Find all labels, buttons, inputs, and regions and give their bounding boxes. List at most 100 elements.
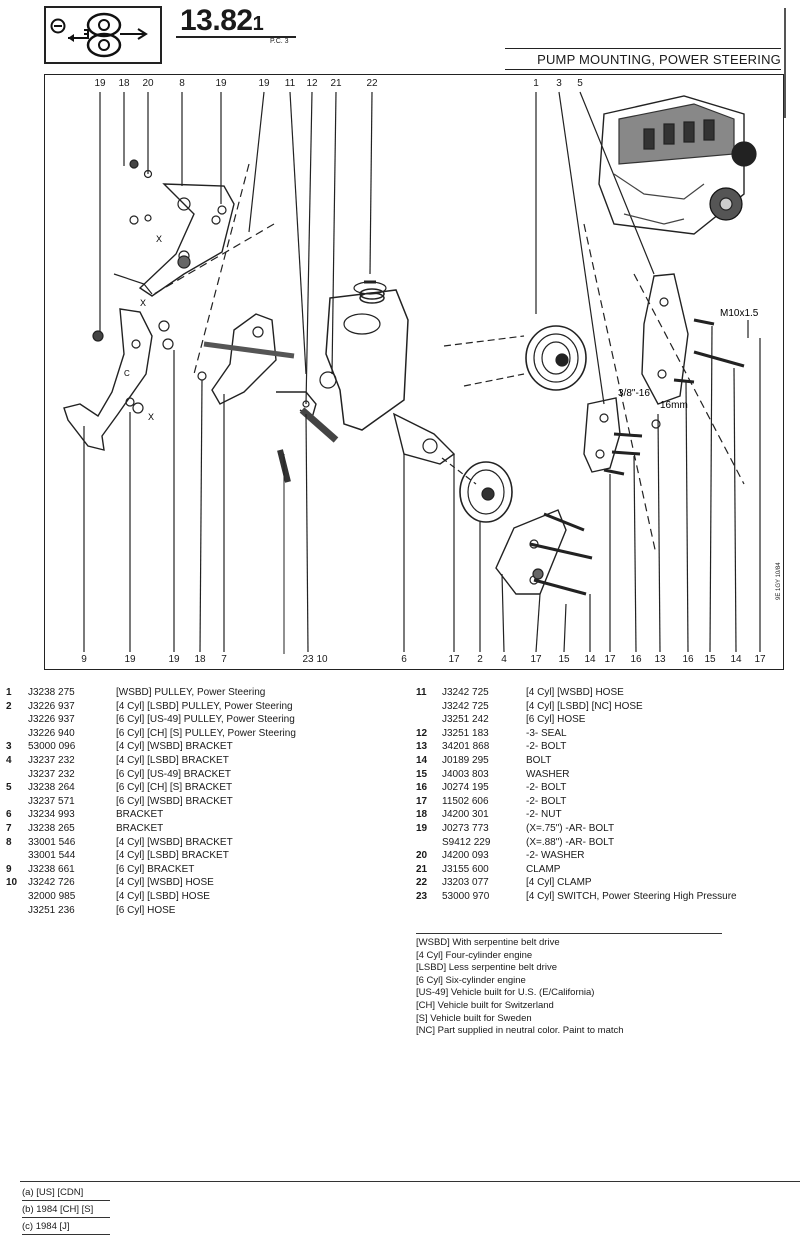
part-description: [4 Cyl] [LSBD] BRACKET bbox=[116, 754, 229, 766]
legend-rule bbox=[416, 933, 722, 934]
item-number: 12 bbox=[416, 727, 428, 739]
part-description: [WSBD] PULLEY, Power Steering bbox=[116, 687, 266, 698]
bottom-callout: 19 bbox=[124, 654, 136, 665]
part-number: J4003 803 bbox=[442, 768, 489, 780]
part-description: [6 Cyl] BRACKET bbox=[116, 863, 195, 875]
page-code: P.C. 3 bbox=[270, 38, 289, 45]
part-description: BRACKET bbox=[116, 822, 164, 834]
footer-note-rule bbox=[22, 1200, 110, 1201]
item-number: 4 bbox=[6, 754, 12, 766]
part-number: J3237 232 bbox=[28, 754, 75, 766]
item-number: 9 bbox=[6, 863, 12, 875]
part-description: -2- BOLT bbox=[526, 782, 567, 794]
top-callout: 11 bbox=[284, 78, 296, 89]
footer-rule bbox=[20, 1181, 800, 1182]
part-description: -2- WASHER bbox=[526, 850, 585, 862]
footer-note-rule bbox=[22, 1217, 110, 1218]
part-description: [4 Cyl] [LSBD] PULLEY, Power Steering bbox=[116, 700, 293, 712]
part-description: [4 Cyl] [LSBD] [NC] HOSE bbox=[526, 700, 643, 712]
item-number: 1 bbox=[6, 687, 12, 698]
part-number: 53000 096 bbox=[28, 741, 76, 753]
exploded-diagram-frame bbox=[44, 74, 784, 670]
part-description: CLAMP bbox=[526, 863, 561, 875]
item-number: 7 bbox=[6, 822, 12, 834]
bottom-callout: 16 bbox=[630, 654, 642, 665]
top-callout: 19 bbox=[94, 78, 106, 89]
bottom-callout: 15 bbox=[558, 654, 570, 665]
part-number: J3251 183 bbox=[442, 727, 489, 739]
part-number: J3226 940 bbox=[28, 727, 75, 739]
part-number: J3203 077 bbox=[442, 877, 489, 889]
logo bbox=[44, 6, 162, 64]
title-rule-top bbox=[505, 48, 781, 49]
item-number: 18 bbox=[416, 809, 428, 821]
part-description: [6 Cyl] [CH] [S] PULLEY, Power Steering bbox=[116, 727, 296, 739]
dimension-x-label: X bbox=[140, 298, 146, 308]
legend-entry: [WSBD] With serpentine belt drive bbox=[416, 937, 560, 948]
page-number: 13.821 bbox=[180, 4, 264, 37]
thread-label-m10: M10x1.5 bbox=[720, 308, 759, 319]
exploded-parts-diagram: M10x1.5 3/8"-16 16mm X X X C bbox=[63, 91, 761, 654]
part-description: -2- BOLT bbox=[526, 795, 567, 807]
bottom-callout: 15 bbox=[704, 654, 716, 665]
top-callout: 19 bbox=[215, 78, 227, 89]
part-number: S9412 229 bbox=[442, 836, 491, 848]
bottom-callout: 6 bbox=[401, 654, 407, 665]
top-callout: 19 bbox=[258, 78, 270, 89]
item-number: 20 bbox=[416, 850, 428, 862]
part-description: [4 Cyl] [WSBD] BRACKET bbox=[116, 836, 233, 848]
part-description: BRACKET bbox=[116, 809, 164, 821]
part-description: [6 Cyl] [CH] [S] BRACKET bbox=[116, 782, 233, 794]
bottom-callout: 10 bbox=[316, 654, 328, 665]
part-description: [4 Cyl] [WSBD] BRACKET bbox=[116, 741, 233, 753]
part-number: J4200 301 bbox=[442, 809, 489, 821]
item-number: 13 bbox=[416, 741, 428, 753]
part-description: [4 Cyl] [WSBD] HOSE bbox=[116, 877, 214, 889]
part-description: [6 Cyl] [WSBD] BRACKET bbox=[116, 795, 233, 807]
part-description: (X=.88") -AR- BOLT bbox=[526, 836, 615, 848]
item-number: 2 bbox=[6, 700, 12, 712]
part-number: J3251 236 bbox=[28, 904, 75, 916]
bottom-callout: 13 bbox=[654, 654, 666, 665]
bottom-callout: 7 bbox=[221, 654, 227, 665]
part-number: J4200 093 bbox=[442, 850, 489, 862]
bottom-callout: 17 bbox=[754, 654, 766, 665]
part-number: J0189 295 bbox=[442, 754, 489, 766]
item-number: 14 bbox=[416, 754, 428, 766]
item-number: 19 bbox=[416, 822, 428, 834]
part-description: BOLT bbox=[526, 754, 552, 766]
part-number: J3237 571 bbox=[28, 795, 75, 807]
part-number: J3238 275 bbox=[28, 687, 75, 698]
part-number: J3226 937 bbox=[28, 700, 75, 712]
part-description: [4 Cyl] SWITCH, Power Steering High Pres… bbox=[526, 890, 737, 902]
top-callout: 8 bbox=[179, 78, 185, 89]
legend-entry: [NC] Part supplied in neutral color. Pai… bbox=[416, 1025, 624, 1037]
part-number: 34201 868 bbox=[442, 741, 490, 753]
bottom-callout: 14 bbox=[584, 654, 596, 665]
top-callout: 3 bbox=[556, 78, 562, 89]
footer-note: (c) 1984 [J] bbox=[22, 1221, 70, 1232]
bottom-callout: 18 bbox=[194, 654, 206, 665]
bottom-callout: 14 bbox=[730, 654, 742, 665]
size-label-16mm: 16mm bbox=[660, 400, 688, 411]
part-number: J3242 726 bbox=[28, 877, 75, 889]
bottom-callout: 17 bbox=[604, 654, 616, 665]
part-number: J3238 264 bbox=[28, 782, 75, 794]
top-callout: 22 bbox=[366, 78, 378, 89]
part-description: WASHER bbox=[526, 768, 570, 780]
item-number: 21 bbox=[416, 863, 428, 875]
page-title: PUMP MOUNTING, POWER STEERING bbox=[537, 52, 781, 67]
legend-entry: [S] Vehicle built for Sweden bbox=[416, 1012, 532, 1024]
part-description: (X=.75") -AR- BOLT bbox=[526, 822, 615, 834]
legend-entry: [LSBD] Less serpentine belt drive bbox=[416, 962, 557, 974]
dimension-x-label: X bbox=[148, 412, 154, 422]
abbreviation-legend: [WSBD] With serpentine belt drive[4 Cyl]… bbox=[416, 937, 624, 1038]
page-number-underline bbox=[176, 36, 296, 38]
top-callout: 21 bbox=[330, 78, 342, 89]
bottom-callout: 17 bbox=[530, 654, 542, 665]
item-number: 8 bbox=[6, 836, 12, 848]
top-callout: 18 bbox=[118, 78, 130, 89]
part-number: 33001 544 bbox=[28, 850, 76, 862]
part-number: J3242 725 bbox=[442, 687, 489, 698]
part-number: 33001 546 bbox=[28, 836, 76, 848]
